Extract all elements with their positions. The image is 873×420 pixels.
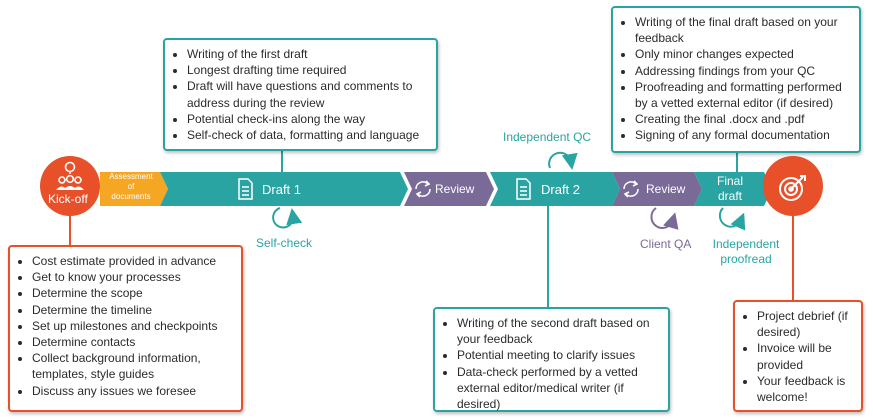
draft2-chevron <box>490 172 620 206</box>
review1-cycle-icon <box>415 180 431 198</box>
draft2-details-box: Writing of the second draft based on you… <box>433 307 670 412</box>
bullet-item: Data-check performed by a vetted externa… <box>457 364 662 413</box>
final-label-line2: draft <box>717 189 742 203</box>
bullet-item: Project debrief (if desired) <box>757 308 855 340</box>
review1-label: Review <box>435 182 475 196</box>
bullet-item: Writing of the first draft <box>187 46 430 62</box>
draft2-details-list: Writing of the second draft based on you… <box>435 315 662 412</box>
bullet-item: Longest drafting time required <box>187 62 430 78</box>
draft1-details-list: Writing of the first draftLongest drafti… <box>165 46 430 143</box>
independent-proofread-loop-icon <box>718 207 746 231</box>
final-details-box: Writing of the final draft based on your… <box>611 6 861 153</box>
target-icon <box>779 175 806 201</box>
independent-proofread-line2: proofread <box>720 252 772 266</box>
self-check-loop-icon <box>272 207 303 229</box>
bullet-item: Discuss any issues we foresee <box>32 383 235 399</box>
assessment-chevron <box>100 172 168 206</box>
client-qa-loop-icon <box>650 207 679 230</box>
bullet-item: Draft will have questions and comments t… <box>187 78 430 110</box>
bullet-item: Your feedback is welcome! <box>757 373 855 405</box>
assessment-label-line3: documents <box>111 192 151 201</box>
assessment-label-line1: Assessment <box>109 172 153 181</box>
closing-details-box: Project debrief (if desired)Invoice will… <box>733 300 863 412</box>
bullet-item: Writing of the final draft based on your… <box>635 14 853 46</box>
independent-qc-loop-icon <box>548 151 578 170</box>
kickoff-details-list: Cost estimate provided in advanceGet to … <box>10 253 235 399</box>
bullet-item: Invoice will be provided <box>757 340 855 372</box>
closing-details-list: Project debrief (if desired)Invoice will… <box>735 308 855 405</box>
draft1-details-box: Writing of the first draftLongest drafti… <box>163 38 438 151</box>
bullet-item: Get to know your processes <box>32 269 235 285</box>
bullet-item: Collect background information, template… <box>32 350 235 382</box>
review2-label: Review <box>646 182 686 196</box>
draft2-label: Draft 2 <box>541 182 581 197</box>
kickoff-label: Kick-off <box>48 192 88 206</box>
self-check-label: Self-check <box>256 236 313 250</box>
review2-cycle-icon <box>623 180 639 198</box>
bullet-item: Writing of the second draft based on you… <box>457 315 662 347</box>
bullet-item: Potential check-ins along the way <box>187 111 430 127</box>
final-chevron <box>694 172 772 206</box>
independent-qc-label: Independent QC <box>503 130 592 144</box>
bullet-item: Self-check of data, formatting and langu… <box>187 127 430 143</box>
bullet-item: Proofreading and formatting performed by… <box>635 79 853 111</box>
bullet-item: Determine the timeline <box>32 302 235 318</box>
bullet-item: Addressing findings from your QC <box>635 63 853 79</box>
bullet-item: Determine the scope <box>32 285 235 301</box>
draft2-document-icon <box>516 178 531 200</box>
assessment-label: Assessment of documents <box>101 172 161 202</box>
independent-proofread-label: Independent proofread <box>704 237 788 267</box>
draft1-document-icon <box>238 178 253 200</box>
independent-proofread-line1: Independent <box>712 237 780 251</box>
final-label-line1: Final <box>716 174 743 188</box>
assessment-label-line2: of <box>127 182 135 191</box>
bullet-item: Signing of any formal documentation <box>635 127 853 143</box>
draft1-chevron <box>160 172 408 206</box>
team-lightbulb-icon <box>56 161 84 190</box>
bullet-item: Potential meeting to clarify issues <box>457 347 662 363</box>
bullet-item: Determine contacts <box>32 334 235 350</box>
client-qa-label: Client QA <box>640 237 692 251</box>
bullet-item: Cost estimate provided in advance <box>32 253 235 269</box>
final-label: Final draft <box>704 174 756 204</box>
kickoff-details-box: Cost estimate provided in advanceGet to … <box>8 245 243 412</box>
bullet-item: Set up milestones and checkpoints <box>32 318 235 334</box>
final-details-list: Writing of the final draft based on your… <box>613 14 853 144</box>
bullet-item: Only minor changes expected <box>635 46 853 62</box>
draft1-label: Draft 1 <box>262 182 302 197</box>
bullet-item: Creating the final .docx and .pdf <box>635 111 853 127</box>
